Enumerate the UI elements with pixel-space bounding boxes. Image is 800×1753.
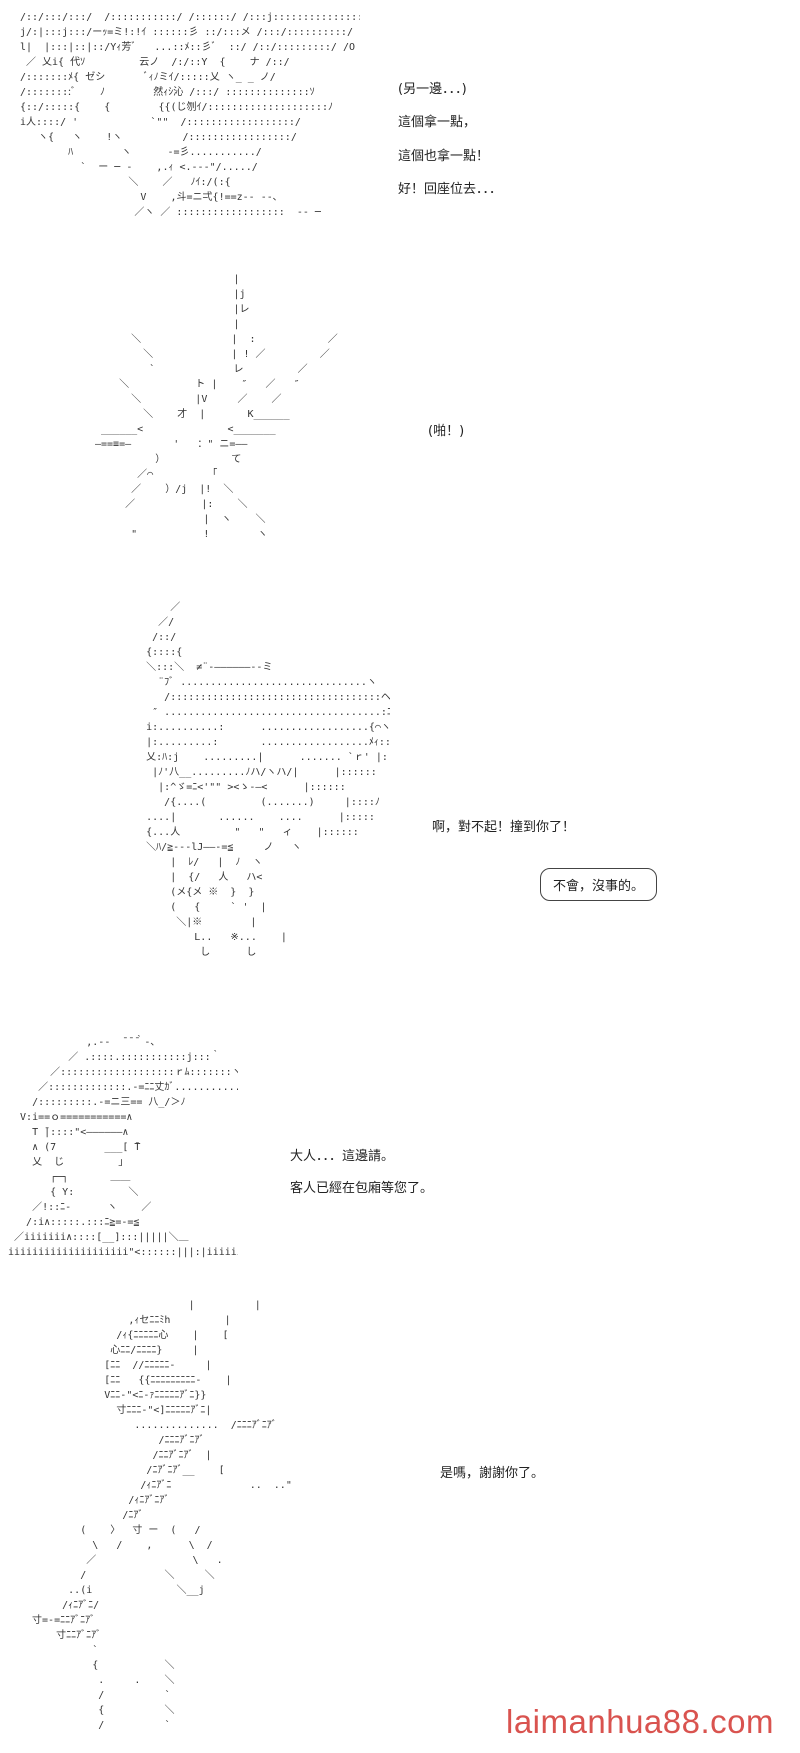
ascii-art-figure: ／ ／/ /::/ {::::{ ＼:::＼ ≠¨‐――――――‐-ミ ¨ﾌﾞ …	[146, 602, 390, 958]
ascii-art-figure: /::/:::/:::/ /:::::::::::/ /::::::/ /:::…	[20, 12, 360, 218]
ascii-art-figure: | | ,ｨセﾆﾆﾐh | /ｨ{ﾆﾆﾆﾆﾆ心 | [ 心ﾆﾆ/ﾆﾆﾆﾆ} | …	[32, 1300, 292, 1731]
dialogue-line: 好！回座位去．．．	[398, 182, 503, 197]
speech-bubble: 不會，沒事的。	[540, 868, 658, 901]
dialogue-line: 啊，對不起！撞到你了！	[432, 820, 576, 835]
watermark-text: laimanhua88.com	[506, 1703, 774, 1740]
dialogue-line: 客人已經在包廂等您了。	[290, 1181, 434, 1196]
panel-2: | |j |レ | ＼ | : ／ ＼ | ! ／ ／ ` レ ／ ＼	[0, 260, 800, 570]
dialogue-line: (啪！)	[428, 424, 465, 439]
dialogue-line: 大人．．．這邊請。	[290, 1149, 395, 1164]
panel-5: | | ,ｨセﾆﾆﾐh | /ｨ{ﾆﾆﾆﾆﾆ心 | [ 心ﾆﾆ/ﾆﾆﾆﾆ} | …	[0, 1290, 800, 1753]
dialogue-line: 這個也拿一點！	[398, 149, 490, 164]
panel-1: /::/:::/:::/ /:::::::::::/ /::::::/ /:::…	[0, 0, 800, 250]
ascii-art-figure: ,.-‐ ̄ ̄ ̄｀‐､ ／ .::::.:::::::::::j:::｀ ／…	[8, 1037, 238, 1258]
panel-3: ／ ／/ /::/ {::::{ ＼:::＼ ≠¨‐――――――‐-ミ ¨ﾌﾞ …	[0, 590, 800, 1000]
dialogue-line: (另一邊．．．)	[398, 82, 467, 97]
ascii-art-impact-burst: | |j |レ | ＼ | : ／ ＼ | ! ／ ／ ` レ ／ ＼	[95, 274, 338, 540]
dialogue-line: 這個拿一點，	[398, 115, 477, 130]
dialogue-line: 是嗎，謝謝你了。	[440, 1466, 545, 1481]
panel-4: ,.-‐ ̄ ̄ ̄｀‐､ ／ .::::.:::::::::::j:::｀ ／…	[0, 1030, 800, 1270]
